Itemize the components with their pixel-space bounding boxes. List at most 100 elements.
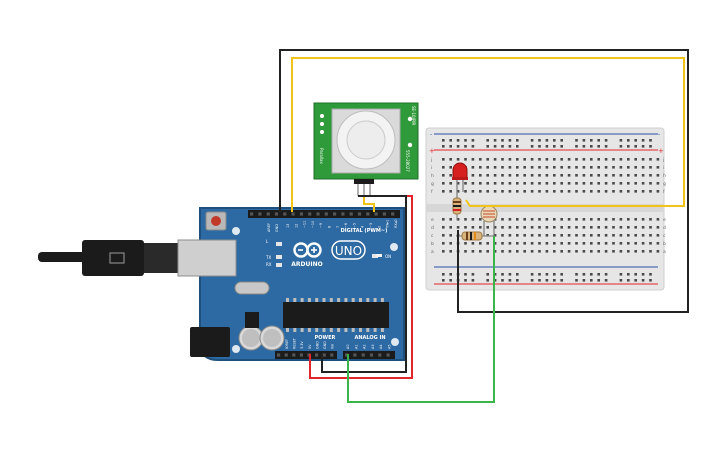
breadboard-hole[interactable] bbox=[449, 139, 452, 142]
breadboard-hole[interactable] bbox=[634, 218, 637, 221]
breadboard-hole[interactable] bbox=[597, 226, 600, 229]
header-pin[interactable] bbox=[369, 353, 374, 357]
breadboard-hole[interactable] bbox=[479, 226, 482, 229]
breadboard-hole[interactable] bbox=[590, 139, 593, 142]
breadboard-hole[interactable] bbox=[590, 182, 593, 185]
breadboard-hole[interactable] bbox=[567, 158, 571, 161]
breadboard-hole[interactable] bbox=[619, 158, 623, 161]
breadboard-hole[interactable] bbox=[479, 190, 482, 193]
breadboard-hole[interactable] bbox=[627, 166, 630, 169]
breadboard-hole[interactable] bbox=[501, 279, 504, 282]
breadboard-hole[interactable] bbox=[612, 158, 615, 161]
breadboard-hole[interactable] bbox=[560, 226, 563, 229]
breadboard-hole[interactable] bbox=[523, 166, 526, 169]
breadboard-hole[interactable] bbox=[641, 182, 645, 185]
breadboard-hole[interactable] bbox=[641, 166, 645, 169]
breadboard-hole[interactable] bbox=[612, 190, 615, 193]
breadboard-hole[interactable] bbox=[523, 182, 526, 185]
breadboard-hole[interactable] bbox=[516, 145, 519, 148]
breadboard-hole[interactable] bbox=[530, 145, 534, 148]
breadboard-hole[interactable] bbox=[560, 166, 563, 169]
breadboard-hole[interactable] bbox=[612, 174, 615, 177]
breadboard-hole[interactable] bbox=[501, 174, 504, 177]
breadboard-hole[interactable] bbox=[530, 226, 534, 229]
breadboard-hole[interactable] bbox=[508, 279, 512, 282]
breadboard-hole[interactable] bbox=[656, 218, 660, 221]
breadboard-hole[interactable] bbox=[442, 279, 445, 282]
breadboard-hole[interactable] bbox=[486, 145, 489, 148]
breadboard-hole[interactable] bbox=[553, 158, 556, 161]
header-pin[interactable] bbox=[353, 353, 357, 357]
header-pin[interactable] bbox=[324, 212, 328, 216]
breadboard-hole[interactable] bbox=[590, 218, 593, 221]
breadboard-hole[interactable] bbox=[641, 242, 645, 245]
breadboard-hole[interactable] bbox=[634, 279, 637, 282]
breadboard-hole[interactable] bbox=[567, 166, 571, 169]
breadboard-hole[interactable] bbox=[649, 273, 652, 276]
breadboard-hole[interactable] bbox=[449, 174, 452, 177]
breadboard-hole[interactable] bbox=[634, 166, 637, 169]
breadboard-hole[interactable] bbox=[612, 226, 615, 229]
breadboard-hole[interactable] bbox=[464, 250, 467, 253]
breadboard-hole[interactable] bbox=[575, 279, 578, 282]
breadboard-hole[interactable] bbox=[634, 139, 637, 142]
breadboard-hole[interactable] bbox=[619, 234, 623, 237]
breadboard-hole[interactable] bbox=[486, 158, 489, 161]
breadboard-hole[interactable] bbox=[538, 218, 541, 221]
breadboard-hole[interactable] bbox=[656, 182, 660, 185]
breadboard-hole[interactable] bbox=[641, 279, 645, 282]
breadboard-hole[interactable] bbox=[641, 190, 645, 193]
breadboard-hole[interactable] bbox=[553, 250, 556, 253]
breadboard-hole[interactable] bbox=[567, 174, 571, 177]
breadboard-hole[interactable] bbox=[471, 190, 475, 193]
breadboard-hole[interactable] bbox=[449, 190, 452, 193]
breadboard-hole[interactable] bbox=[560, 158, 563, 161]
breadboard-hole[interactable] bbox=[604, 218, 608, 221]
breadboard-hole[interactable] bbox=[634, 234, 637, 237]
breadboard-hole[interactable] bbox=[545, 166, 549, 169]
breadboard-hole[interactable] bbox=[604, 182, 608, 185]
breadboard-hole[interactable] bbox=[604, 250, 608, 253]
breadboard-hole[interactable] bbox=[493, 226, 497, 229]
breadboard-hole[interactable] bbox=[575, 250, 578, 253]
breadboard-hole[interactable] bbox=[464, 218, 467, 221]
breadboard-hole[interactable] bbox=[538, 279, 541, 282]
breadboard-hole[interactable] bbox=[597, 182, 600, 185]
breadboard-hole[interactable] bbox=[479, 182, 482, 185]
breadboard-hole[interactable] bbox=[523, 174, 526, 177]
resistor-led[interactable] bbox=[452, 192, 462, 220]
breadboard-hole[interactable] bbox=[486, 242, 489, 245]
breadboard-hole[interactable] bbox=[449, 226, 452, 229]
breadboard-hole[interactable] bbox=[582, 226, 586, 229]
breadboard-hole[interactable] bbox=[590, 250, 593, 253]
header-pin[interactable] bbox=[316, 212, 320, 216]
breadboard-hole[interactable] bbox=[590, 190, 593, 193]
breadboard-hole[interactable] bbox=[545, 182, 549, 185]
breadboard-hole[interactable] bbox=[641, 234, 645, 237]
breadboard-hole[interactable] bbox=[471, 182, 475, 185]
breadboard-hole[interactable] bbox=[508, 234, 512, 237]
breadboard-hole[interactable] bbox=[501, 145, 504, 148]
breadboard-hole[interactable] bbox=[523, 218, 526, 221]
breadboard-hole[interactable] bbox=[530, 158, 534, 161]
breadboard-hole[interactable] bbox=[479, 174, 482, 177]
breadboard-hole[interactable] bbox=[493, 250, 497, 253]
header-pin[interactable] bbox=[274, 212, 279, 216]
breadboard-hole[interactable] bbox=[449, 158, 452, 161]
breadboard-hole[interactable] bbox=[553, 218, 556, 221]
breadboard-hole[interactable] bbox=[649, 158, 652, 161]
breadboard-hole[interactable] bbox=[604, 226, 608, 229]
breadboard-hole[interactable] bbox=[619, 279, 623, 282]
breadboard-hole[interactable] bbox=[619, 145, 623, 148]
breadboard-hole[interactable] bbox=[516, 182, 519, 185]
breadboard-hole[interactable] bbox=[597, 250, 600, 253]
breadboard-hole[interactable] bbox=[508, 226, 512, 229]
breadboard-hole[interactable] bbox=[456, 158, 460, 161]
header-pin[interactable] bbox=[291, 212, 295, 216]
breadboard-hole[interactable] bbox=[582, 166, 586, 169]
breadboard-hole[interactable] bbox=[449, 279, 452, 282]
breadboard-hole[interactable] bbox=[597, 242, 600, 245]
breadboard-hole[interactable] bbox=[649, 279, 652, 282]
breadboard-hole[interactable] bbox=[501, 139, 504, 142]
breadboard-hole[interactable] bbox=[627, 174, 630, 177]
